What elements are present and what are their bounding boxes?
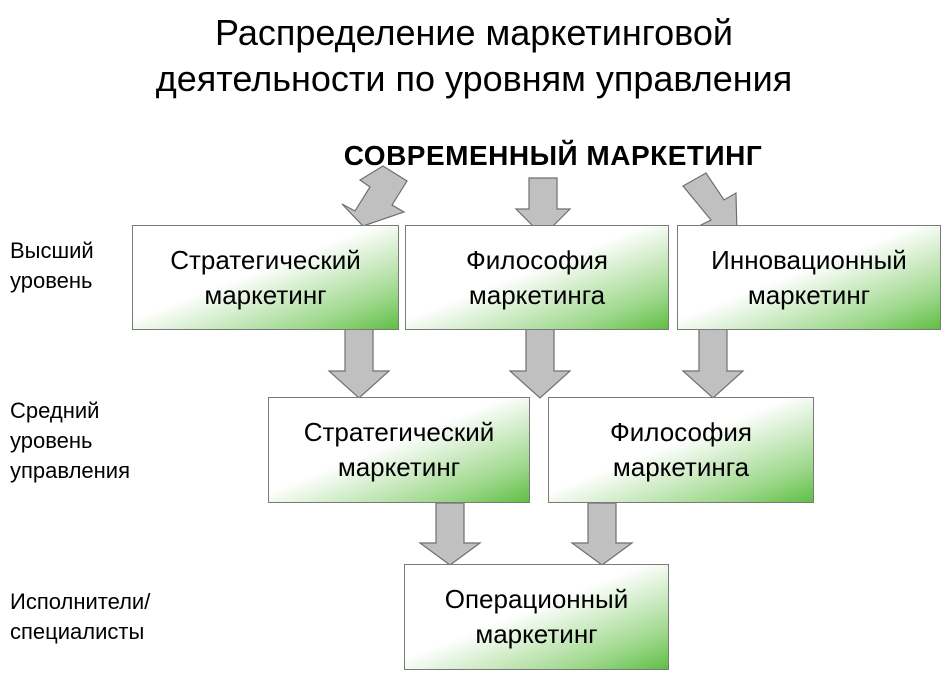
box-mid-strategic-marketing: Стратегический маркетинг (268, 397, 530, 503)
level-label-top: Высший уровень (10, 236, 94, 296)
box-mid-strategic-line-1: Стратегический (303, 417, 495, 447)
arrow-mid-strategic-down (418, 502, 482, 566)
arrow-to-top-philosophy (514, 177, 572, 237)
title-line-2: деятельности по уровням управления (155, 58, 793, 99)
level-label-bottom-line-1: Исполнители/ (10, 589, 151, 614)
level-label-middle-line-3: управления (10, 458, 130, 483)
diagram-title: Распределение маркетинговой деятельности… (0, 10, 948, 102)
box-top-philosophy-line-2: маркетинга (468, 279, 606, 310)
box-mid-philosophy-line-1: Философия (610, 417, 752, 447)
box-top-innovation-line-1: Инновационный (711, 244, 907, 275)
box-operational-line-1: Операционный (444, 584, 629, 614)
title-line-1: Распределение маркетинговой (215, 12, 733, 53)
box-top-philosophy-line-1: Философия (466, 244, 608, 275)
box-operational-line-2: маркетинг (475, 619, 598, 649)
level-label-middle: Средний уровень управления (10, 396, 130, 486)
diagram-subtitle: СОВРЕМЕННЫЙ МАРКЕТИНГ (343, 140, 763, 171)
box-top-innovation-line-2: маркетинг (747, 279, 871, 310)
box-mid-philosophy-marketing: Философия маркетинга (548, 397, 814, 503)
arrow-to-top-innovation (682, 172, 738, 236)
arrow-top-innovation-down (681, 328, 745, 399)
level-label-middle-line-1: Средний (10, 398, 100, 423)
level-label-top-line-2: уровень (10, 268, 93, 293)
level-label-bottom-line-2: специалисты (10, 619, 145, 644)
box-top-strategic-line-2: маркетинг (204, 279, 327, 310)
level-label-bottom: Исполнители/ специалисты (10, 587, 150, 647)
level-label-top-line-1: Высший (10, 238, 94, 263)
box-operational-marketing: Операционный маркетинг (404, 564, 669, 670)
box-top-philosophy-marketing: Философия маркетинга (405, 225, 669, 330)
box-mid-philosophy-line-2: маркетинга (612, 452, 750, 482)
box-top-strategic-line-1: Стратегический (170, 244, 361, 275)
arrow-top-strategic-down (327, 328, 391, 399)
box-mid-strategic-line-2: маркетинг (337, 452, 461, 482)
arrow-top-philosophy-down (508, 328, 572, 399)
box-top-innovation-marketing: Инновационный маркетинг (677, 225, 941, 330)
level-label-middle-line-2: уровень (10, 428, 93, 453)
box-top-strategic-marketing: Стратегический маркетинг (132, 225, 399, 330)
arrow-to-top-strategic (341, 165, 408, 227)
arrow-mid-philosophy-down (570, 502, 634, 566)
